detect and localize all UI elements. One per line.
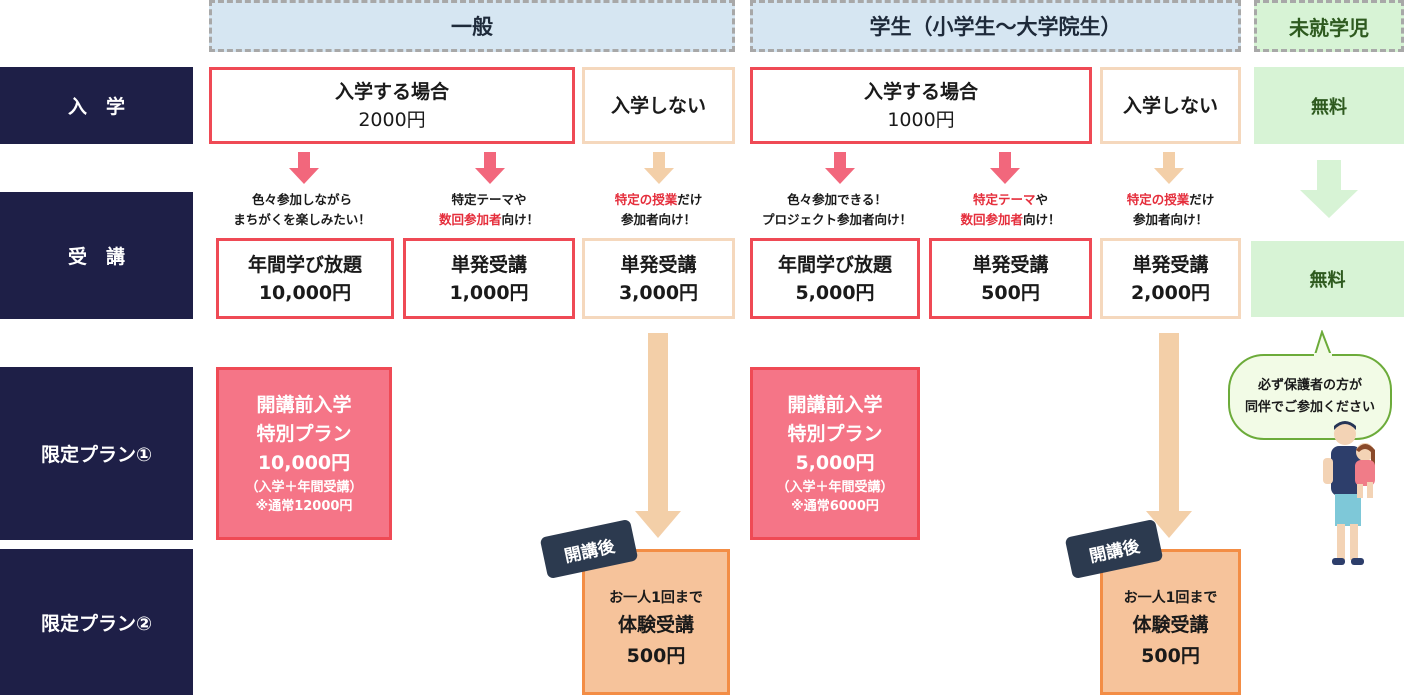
general-enroll-no: 入学しない: [582, 67, 735, 144]
general-plan2-trial: お一人1回まで 体験受講 500円: [582, 549, 730, 695]
bubble-tail-cover: [1314, 353, 1332, 358]
general-lecture-single: 単発受講 1,000円: [403, 238, 575, 319]
general-enroll-yes: 入学する場合 2000円: [209, 67, 575, 144]
row-label-enroll: 入 学: [0, 67, 193, 144]
student-desc-single: 特定テーマや 数回参加者向け！: [960, 192, 1061, 227]
row-label-lecture: 受 講: [0, 192, 193, 319]
arrow-down-icon: [475, 152, 505, 184]
header-general: 一般: [209, 0, 735, 52]
header-student: 学生（小学生〜大学院生）: [750, 0, 1241, 52]
student-lecture-annual: 年間学び放題 5,000円: [750, 238, 920, 319]
general-desc-single: 特定テーマや 数回参加者向け！: [438, 192, 540, 227]
arrow-down-icon: [1154, 152, 1184, 184]
preschool-lecture: 無料: [1251, 241, 1404, 317]
student-desc-single-noenroll: 特定の授業だけ 参加者向け！: [1126, 192, 1215, 227]
general-lecture-single-noenroll: 単発受講 3,000円: [582, 238, 735, 319]
preschool-enroll: 無料: [1254, 67, 1404, 144]
student-enroll-yes: 入学する場合 1000円: [750, 67, 1092, 144]
guardian-note-bubble: 必ず保護者の方が 同伴でご参加ください: [1228, 354, 1392, 440]
arrow-down-icon: [825, 152, 855, 184]
arrow-down-icon: [1300, 160, 1358, 218]
arrow-down-icon: [644, 152, 674, 184]
general-desc-annual: 色々参加しながら まちがくを楽しみたい！: [233, 192, 371, 227]
arrow-down-long-icon: [635, 333, 681, 538]
student-desc-annual: 色々参加できる！ プロジェクト参加者向け！: [761, 192, 912, 227]
student-enroll-no: 入学しない: [1100, 67, 1241, 144]
row-label-plan2: 限定プラン②: [0, 549, 193, 695]
student-lecture-single: 単発受講 500円: [929, 238, 1092, 319]
parent-child-illustration-icon: [1323, 421, 1375, 565]
header-preschool: 未就学児: [1254, 0, 1404, 52]
arrow-down-icon: [289, 152, 319, 184]
general-desc-single-noenroll: 特定の授業だけ 参加者向け！: [614, 192, 703, 227]
general-plan1-special: 開講前入学 特別プラン 10,000円 （入学＋年間受講） ※通常12000円: [216, 367, 392, 540]
arrow-down-long-icon: [1146, 333, 1192, 538]
student-plan1-special: 開講前入学 特別プラン 5,000円 （入学＋年間受講） ※通常6000円: [750, 367, 920, 540]
arrow-down-icon: [990, 152, 1020, 184]
student-plan2-trial: お一人1回まで 体験受講 500円: [1100, 549, 1241, 695]
row-label-plan1: 限定プラン①: [0, 367, 193, 540]
student-lecture-single-noenroll: 単発受講 2,000円: [1100, 238, 1241, 319]
general-lecture-annual: 年間学び放題 10,000円: [216, 238, 394, 319]
